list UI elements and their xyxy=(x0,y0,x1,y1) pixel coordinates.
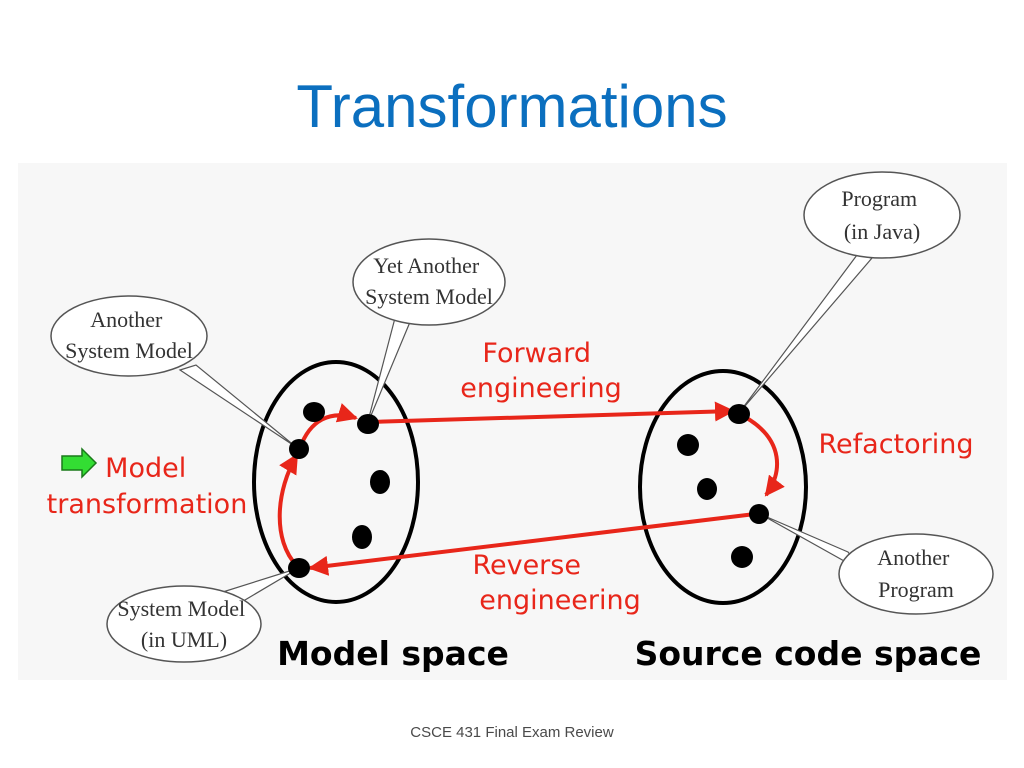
refactoring-arrow xyxy=(744,415,785,497)
callout-another-system-model-line2: System Model xyxy=(65,338,193,363)
callout-program-java-line1: Program xyxy=(841,186,917,211)
svg-text:Reverse engineering: Reverse engineering xyxy=(472,550,640,616)
callout-system-model-uml-line1: System Model xyxy=(117,596,245,621)
callout-another-program-line1: Another xyxy=(877,545,950,570)
callout-program-java-line2: (in Java) xyxy=(844,219,920,244)
callout-yet-another-line1: Yet Another xyxy=(373,253,480,278)
model-space-ellipse xyxy=(252,360,420,604)
callout-another-system-model-line1: Another xyxy=(90,307,163,332)
svg-text:Yet Another System Model: Yet Another System Model xyxy=(365,253,493,309)
model-space-dot xyxy=(352,525,372,549)
callout-tail-another-system-model xyxy=(178,364,297,448)
slide-footer: CSCE 431 Final Exam Review xyxy=(410,724,614,741)
slide-title: Transformations xyxy=(296,73,728,140)
forward-engineering-label-line2: engineering xyxy=(460,373,622,404)
model-transformation-arrow-up xyxy=(277,453,299,568)
callout-another-program-line2: Program xyxy=(878,577,954,602)
model-space-dot xyxy=(370,470,390,494)
callout-system-model-uml-line2: (in UML) xyxy=(141,627,227,652)
model-space-dot xyxy=(303,402,325,422)
svg-text:Model transformation: Model transformation xyxy=(47,453,248,520)
model-space-dot xyxy=(288,558,310,578)
forward-engineering-arrow xyxy=(369,401,735,424)
svg-text:Forward engineering: Forward engineering xyxy=(460,338,622,404)
callout-bubble-another-program xyxy=(838,533,994,615)
callout-bubble-another-system-model xyxy=(50,295,208,377)
callout-bubble-program-java xyxy=(803,171,961,259)
model-space-label: Model space xyxy=(277,634,509,673)
model-space-dot xyxy=(289,439,309,459)
source-space-dot xyxy=(697,478,717,500)
callout-bubble-system-model-uml xyxy=(106,585,262,663)
model-transformation-label-line1: Model xyxy=(105,453,186,484)
reverse-engineering-arrow xyxy=(308,512,756,576)
model-space-dot xyxy=(357,414,379,434)
callout-tail-program-java xyxy=(738,254,874,414)
source-code-space-ellipse xyxy=(638,369,808,605)
model-transformation-label-line2: transformation xyxy=(47,489,248,520)
svg-text:Another System Model: Another System Model xyxy=(65,307,193,363)
forward-engineering-label-line1: Forward xyxy=(482,338,591,369)
source-space-dot xyxy=(728,404,750,424)
green-arrow-icon xyxy=(61,447,98,479)
svg-text:System Model (in UML): System Model (in UML) xyxy=(117,596,250,652)
source-space-dot xyxy=(677,434,699,456)
callout-yet-another-line2: System Model xyxy=(365,284,493,309)
source-space-dot xyxy=(731,546,753,568)
svg-text:Program (in Java): Program (in Java) xyxy=(841,186,922,244)
source-space-dot xyxy=(749,504,769,524)
callout-tail-yet-another-system-model xyxy=(366,317,411,426)
source-code-space-label: Source code space xyxy=(635,634,982,673)
svg-text:Another Program: Another Program xyxy=(877,545,955,602)
reverse-engineering-label-line2: engineering xyxy=(479,585,641,616)
callout-bubble-yet-another-system-model xyxy=(352,238,506,326)
reverse-engineering-label-line1: Reverse xyxy=(472,550,581,581)
refactoring-label: Refactoring xyxy=(818,429,973,460)
